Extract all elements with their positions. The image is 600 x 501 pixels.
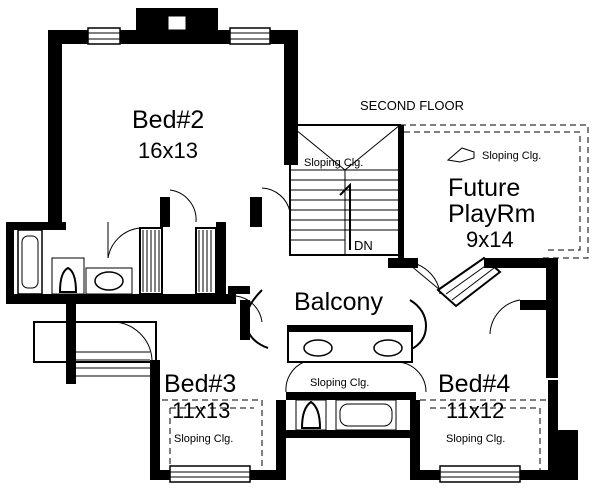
- door-swing-bath: [107, 222, 141, 259]
- room-bed2-name: Bed#2: [132, 106, 204, 134]
- door-swing-bed3: [111, 321, 153, 361]
- note-sloping-center: Sloping Clg.: [310, 377, 369, 389]
- note-sloping-bed3: Sloping Clg.: [174, 433, 233, 445]
- bath-center: [286, 392, 416, 438]
- room-playroom-name-2: PlayRm: [448, 200, 536, 228]
- linen-closets: [139, 222, 250, 302]
- bed-2-walls: [48, 8, 298, 227]
- room-playroom-name: Future: [448, 174, 520, 202]
- balcony-shape: [235, 289, 428, 351]
- note-sloping-stairs: Sloping Clg.: [304, 157, 363, 169]
- door-swing-balcony: [285, 361, 305, 393]
- door-swing-bed2: [169, 189, 197, 223]
- window-bed4: [439, 465, 521, 483]
- bed3-sloping-outline: [162, 399, 263, 470]
- staircase: [289, 124, 401, 256]
- room-playroom-size: 9x14: [466, 227, 514, 252]
- note-sloping-playroom: Sloping Clg.: [482, 150, 541, 162]
- stairs-down-label: DN: [354, 238, 373, 253]
- bath-left-shower: [33, 321, 157, 377]
- window-bed3: [169, 465, 251, 483]
- room-bed3-name: Bed#3: [164, 370, 236, 398]
- stair-wall: [398, 125, 404, 265]
- future-playroom-outline: [400, 124, 589, 259]
- door-swing-stair: [261, 187, 291, 213]
- bed4-sloping-outline: [420, 399, 548, 470]
- note-sloping-bed4: Sloping Clg.: [446, 433, 505, 445]
- room-bed4-name: Bed#4: [438, 370, 510, 398]
- window-bed2-left: [87, 27, 121, 45]
- room-balcony-name: Balcony: [294, 288, 383, 316]
- window-bed2-right: [229, 27, 271, 45]
- floor-label: SECOND FLOOR: [360, 98, 464, 113]
- room-bed3-size: 11x13: [172, 398, 230, 423]
- bath-left: [6, 222, 236, 304]
- door-swing-bed4: [489, 299, 521, 335]
- chimney-vent: [167, 15, 187, 31]
- balcony-planters: [287, 325, 413, 363]
- bed-4-walls: [410, 256, 578, 480]
- room-bed2-size: 16x13: [138, 138, 198, 163]
- room-bed4-size: 11x12: [446, 398, 504, 423]
